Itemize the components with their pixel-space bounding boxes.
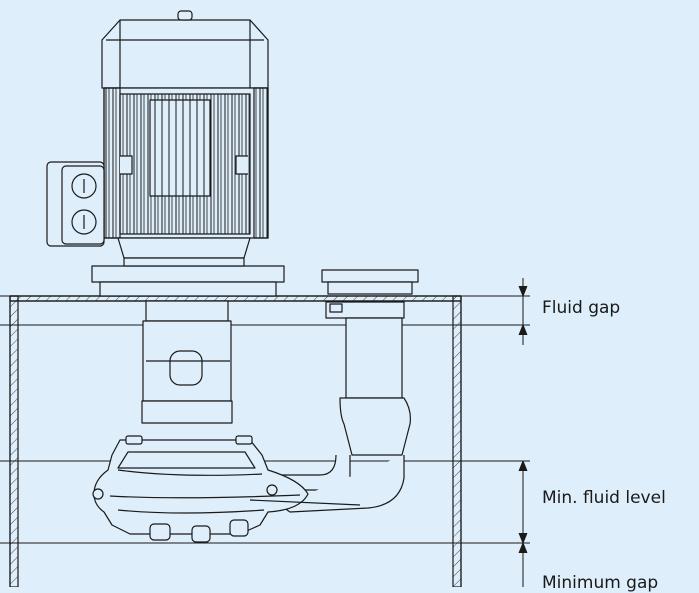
housing-bolt-2 xyxy=(235,435,253,445)
riser-pipe xyxy=(279,317,411,513)
lifting-lug-left xyxy=(120,155,133,175)
dimension-fluid-gap xyxy=(518,278,528,345)
housing-foot-2 xyxy=(191,525,211,543)
pump-housing xyxy=(92,435,361,543)
outlet-flange-top xyxy=(321,269,419,283)
riser-pipe-body xyxy=(345,317,403,399)
motor-flange xyxy=(117,237,251,259)
motor-fan-hood xyxy=(101,19,269,89)
mounting-flange xyxy=(91,265,285,283)
dimension-minimum-gap xyxy=(518,542,528,587)
column-upper-flange xyxy=(145,300,229,322)
dimension-min-fluid-level xyxy=(518,460,528,544)
housing-bolt-1 xyxy=(125,435,143,445)
outlet-flange xyxy=(321,269,419,319)
lifting-lug-right xyxy=(235,155,248,175)
housing-foot-1 xyxy=(149,523,171,541)
pipe-elbow-joint xyxy=(339,397,411,456)
motor xyxy=(46,10,285,297)
housing-bolt-left xyxy=(92,488,104,500)
mounting-base xyxy=(99,281,277,297)
shaft-column xyxy=(141,300,233,424)
minimum-gap-label: Minimum gap xyxy=(542,573,659,593)
motor-fin-band xyxy=(149,99,211,197)
column-lower-band xyxy=(141,400,233,424)
housing-bolt-right xyxy=(266,484,278,496)
inspection-window xyxy=(169,350,203,386)
housing-foot-3 xyxy=(229,519,249,537)
cover-plate xyxy=(9,295,462,302)
motor-top-cap xyxy=(177,10,193,21)
fluid-gap-label: Fluid gap xyxy=(542,298,621,318)
min-fluid-level-label: Min. fluid level xyxy=(542,488,666,508)
